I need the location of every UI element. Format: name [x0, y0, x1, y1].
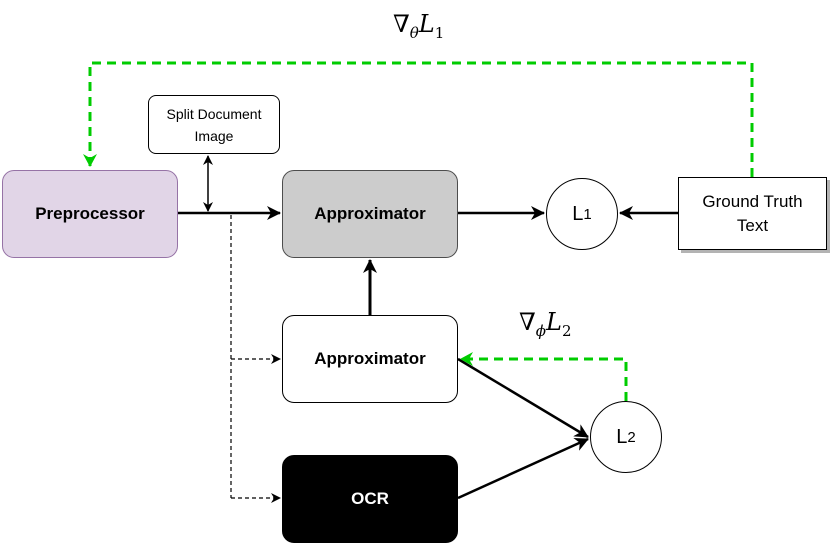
- preprocessor-label: Preprocessor: [35, 204, 145, 223]
- approximator-secondary-label: Approximator: [314, 349, 426, 368]
- grad-theta-label: ∇θL1: [393, 10, 444, 42]
- approximator-main-label: Approximator: [314, 204, 426, 223]
- edge-grad-phi: [460, 352, 628, 401]
- edge-ocr-l2: [457, 437, 589, 500]
- ocr-label: OCR: [351, 489, 389, 508]
- split-document-image-label: Split Document Image: [166, 105, 262, 144]
- grad-phi-base: L: [546, 308, 562, 336]
- ground-truth-text-node: Ground Truth Text: [678, 177, 827, 250]
- loss-l2-sub: 2: [627, 428, 636, 446]
- grad-phi-label: ∇ϕL2: [519, 308, 571, 340]
- grad-phi-sub: 2: [561, 321, 572, 340]
- loss-l1-base: L: [572, 202, 584, 225]
- approximator-main-node: Approximator: [282, 170, 458, 258]
- grad-theta-base: L: [418, 10, 435, 38]
- ocr-node: OCR: [282, 455, 458, 543]
- ground-truth-text-label: Ground Truth Text: [702, 191, 803, 235]
- grad-phi-param: ϕ: [535, 321, 546, 340]
- nabla-symbol: ∇: [393, 10, 410, 38]
- loss-l1-sub: 1: [583, 205, 592, 223]
- preprocessor-node: Preprocessor: [2, 170, 178, 258]
- split-document-image-node: Split Document Image: [148, 95, 280, 154]
- edge-grad-theta: [83, 61, 754, 177]
- grad-theta-param: θ: [409, 23, 419, 42]
- grad-theta-sub: 1: [434, 23, 445, 42]
- edge-approximator-l2: [457, 357, 589, 439]
- nabla-symbol: ∇: [519, 308, 536, 336]
- loss-l2-base: L: [616, 425, 628, 448]
- approximator-secondary-node: Approximator: [282, 315, 458, 403]
